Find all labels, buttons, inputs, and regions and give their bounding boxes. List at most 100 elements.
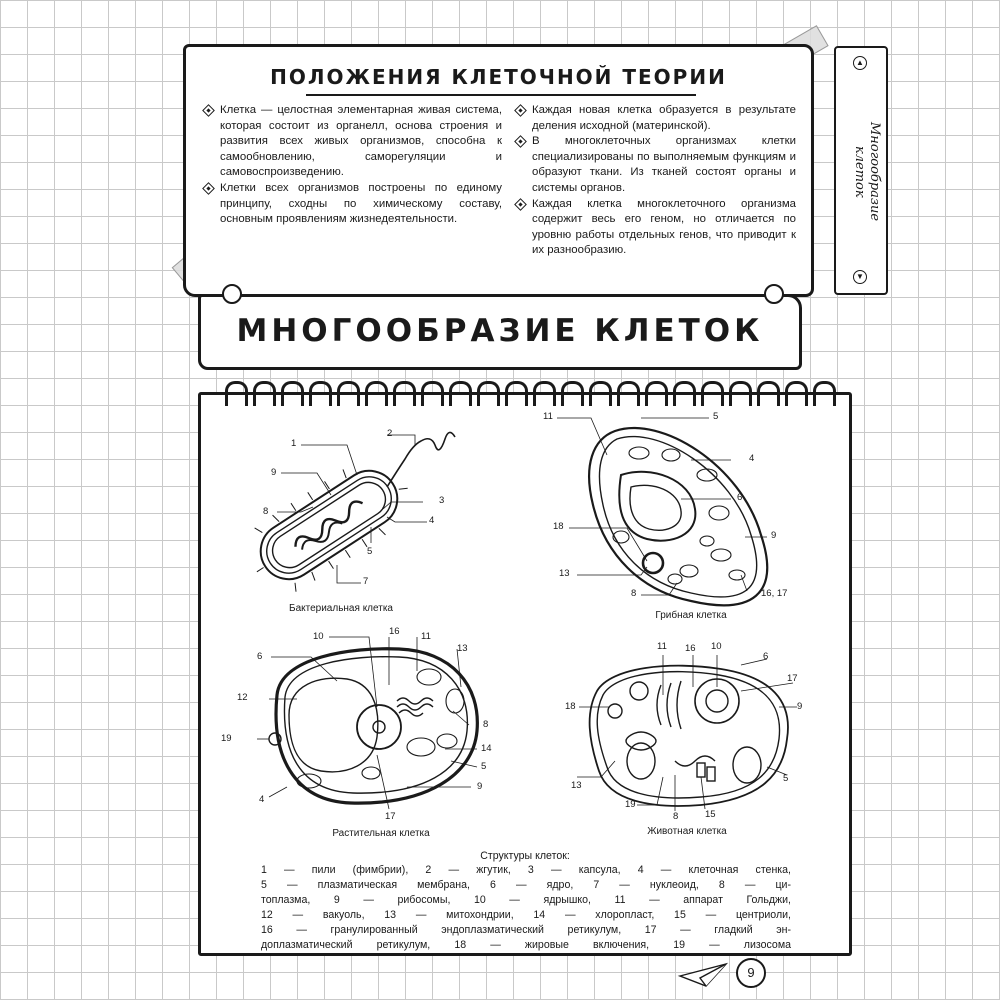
binding-ring: [253, 381, 276, 406]
callout-number: 8: [673, 811, 679, 822]
callout-number: 1: [291, 438, 297, 449]
callout-number: 11: [657, 641, 667, 652]
theory-bullet: Клетка — целостная элементарная живая си…: [202, 103, 502, 181]
binding-ring: [617, 381, 640, 406]
page-number: 9: [736, 958, 766, 988]
callout-number: 6: [763, 651, 769, 662]
binding-ring: [785, 381, 808, 406]
binding-ring: [673, 381, 696, 406]
callout-number: 14: [481, 743, 492, 754]
legend-line: 12 — вакуоль, 13 — митохондрии, 14 — хло…: [261, 909, 791, 921]
callout-number: 13: [559, 568, 570, 579]
plant-cell-drawing: [257, 636, 479, 810]
callout-number: 6: [257, 651, 263, 662]
callout-number: 3: [439, 495, 445, 506]
pin-icon: [222, 284, 242, 304]
callout-number: 17: [787, 673, 798, 684]
section-side-tab: ▲ Многообразие клеток ▼: [834, 46, 888, 295]
section-title: МНОГООБРАЗИЕ КЛЕТОК: [236, 313, 764, 349]
binding-ring: [477, 381, 500, 406]
binding-ring: [729, 381, 752, 406]
callout-number: 9: [771, 530, 777, 541]
callout-number: 9: [797, 701, 803, 712]
binding-ring: [337, 381, 360, 406]
animal-cell-drawing: [577, 655, 797, 811]
cells-notebook: 1 2 9 3 8 4 5 7 Бактериальная клетка 11 …: [198, 381, 852, 956]
callout-number: 10: [313, 631, 324, 642]
binding-ring: [449, 381, 472, 406]
legend-title: Структуры клеток:: [480, 850, 570, 862]
callout-number: 5: [783, 773, 789, 784]
binding-ring: [421, 381, 444, 406]
section-banner: МНОГООБРАЗИЕ КЛЕТОК: [198, 294, 802, 370]
binding-ring: [757, 381, 780, 406]
callout-number: 12: [237, 692, 248, 703]
binding-ring: [533, 381, 556, 406]
callout-number: 2: [387, 428, 393, 439]
binding-ring: [645, 381, 668, 406]
binding-ring: [393, 381, 416, 406]
theory-bullet: В многоклеточных организмах клетки специ…: [514, 134, 796, 196]
binding-ring: [589, 381, 612, 406]
cell-theory-panel: ПОЛОЖЕНИЯ КЛЕТОЧНОЙ ТЕОРИИ Клетка — цело…: [183, 44, 814, 297]
title-underline: [306, 94, 696, 96]
callout-number: 16, 17: [761, 588, 788, 599]
theory-title: ПОЛОЖЕНИЯ КЛЕТОЧНОЙ ТЕОРИИ: [270, 65, 727, 89]
binding-ring: [225, 381, 248, 406]
theory-left-column: Клетка — целостная элементарная живая си…: [202, 103, 502, 228]
arrow-down-icon: ▼: [853, 270, 867, 284]
callout-number: 18: [553, 521, 564, 532]
callout-number: 11: [421, 631, 431, 642]
binding-ring: [281, 381, 304, 406]
callout-number: 8: [483, 719, 489, 730]
animal-cell-caption: Животная клетка: [647, 826, 727, 837]
plant-cell-caption: Растительная клетка: [332, 828, 430, 839]
callout-number: 17: [385, 811, 396, 822]
bacterial-cell-caption: Бактериальная клетка: [289, 603, 393, 614]
legend-line: 5 — плазматическая мембрана, 6 — ядро, 7…: [261, 879, 791, 891]
callout-number: 11: [543, 411, 553, 422]
theory-right-column: Каждая новая клетка образуется в результ…: [514, 103, 796, 259]
callout-number: 5: [713, 411, 719, 422]
binding-ring: [309, 381, 332, 406]
legend-line: 1 — пили (фимбрии), 2 — жгутик, 3 — капс…: [261, 864, 791, 876]
cell-illustrations: [254, 417, 797, 811]
binding-ring: [701, 381, 724, 406]
callout-number: 5: [367, 546, 373, 557]
callout-number: 7: [363, 576, 369, 587]
arrow-up-icon: ▲: [853, 56, 867, 70]
legend-line: доплазматический ретикулум, 18 — жировые…: [261, 939, 791, 951]
binding-ring: [561, 381, 584, 406]
callout-number: 18: [565, 701, 576, 712]
callout-number: 15: [705, 809, 716, 820]
callout-number: 19: [221, 733, 232, 744]
binding-ring: [813, 381, 836, 406]
callout-number: 8: [263, 506, 269, 517]
bacterial-cell-drawing: [254, 431, 456, 592]
callout-number: 5: [481, 761, 487, 772]
legend-line: 16 — гранулированный эндоплазматический …: [261, 924, 791, 936]
theory-bullet: Каждая клетка многоклеточного организма …: [514, 197, 796, 259]
paper-plane-icon: [677, 962, 729, 987]
callout-number: 4: [259, 794, 265, 805]
callout-number: 8: [631, 588, 637, 599]
side-tab-label: Многообразие клеток: [852, 122, 882, 222]
callout-number: 19: [625, 799, 636, 810]
fungal-cell-drawing: [557, 417, 769, 607]
callout-number: 10: [711, 641, 722, 652]
fungal-cell-caption: Грибная клетка: [655, 610, 727, 621]
callout-number: 4: [429, 515, 435, 526]
callout-number: 16: [685, 643, 696, 654]
theory-bullet: Каждая новая клетка образуется в результ…: [514, 103, 796, 134]
binding-ring: [365, 381, 388, 406]
callout-number: 13: [571, 780, 582, 791]
callout-number: 9: [271, 467, 277, 478]
pin-icon: [764, 284, 784, 304]
legend-line: топлазма, 9 — рибосомы, 10 — ядрышко, 11…: [261, 894, 791, 906]
callout-number: 4: [749, 453, 755, 464]
callout-number: 16: [389, 626, 400, 637]
callout-number: 9: [477, 781, 483, 792]
theory-bullet: Клетки всех организмов построены по един…: [202, 181, 502, 228]
callout-number: 13: [457, 643, 468, 654]
callout-number: 6: [737, 492, 743, 503]
